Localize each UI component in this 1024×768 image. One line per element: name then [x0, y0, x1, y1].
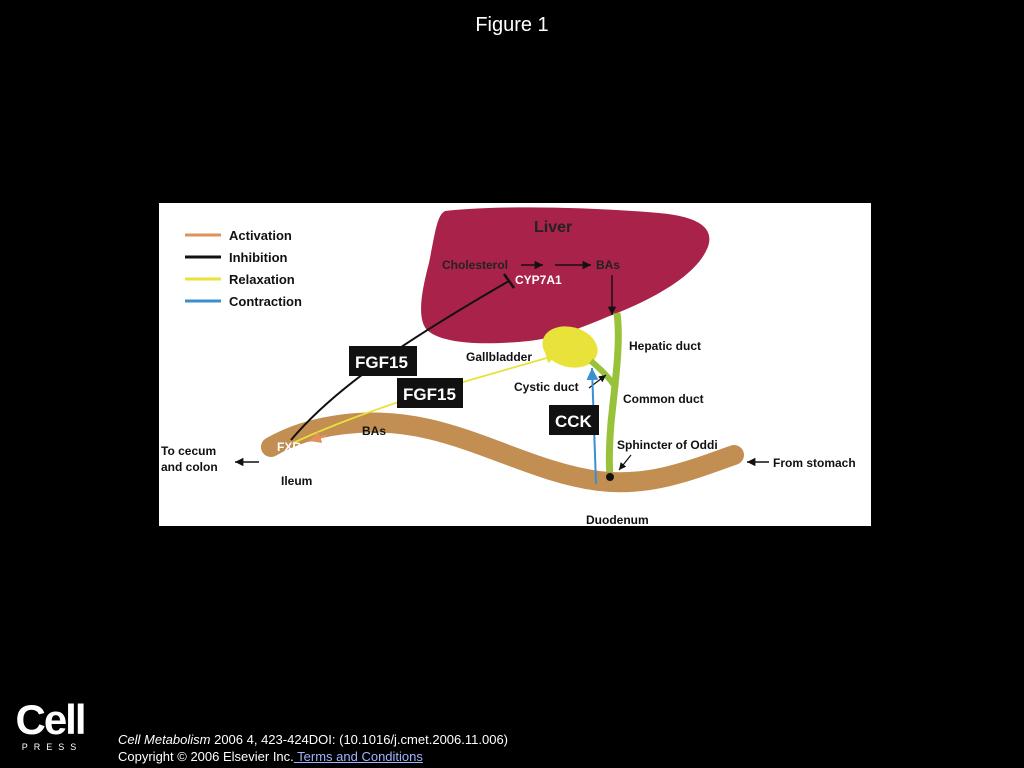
- cell-logo-word: Cell: [15, 696, 86, 743]
- hepatic-duct-label: Hepatic duct: [629, 339, 701, 353]
- legend-inhibition-label: Inhibition: [229, 250, 288, 265]
- sphincter-label: Sphincter of Oddi: [617, 438, 718, 452]
- liver-label: Liver: [534, 219, 572, 236]
- to-cecum-label-2: and colon: [161, 460, 218, 474]
- legend-contraction-label: Contraction: [229, 294, 302, 309]
- cystic-duct: [589, 358, 617, 387]
- fxr-activation-arrow: [308, 431, 328, 443]
- bile-acid-diagram: Activation Inhibition Relaxation Contrac…: [161, 207, 856, 526]
- sphincter-pointer: [618, 454, 632, 471]
- ileum-label: Ileum: [281, 474, 312, 488]
- cck-box-label: CCK: [555, 412, 593, 431]
- cell-logo-press: PRESS: [21, 742, 83, 752]
- to-cecum-label-1: To cecum: [161, 444, 216, 458]
- duodenum-label: Duodenum: [586, 513, 649, 526]
- figure-panel: Activation Inhibition Relaxation Contrac…: [159, 203, 871, 526]
- fgf15-box-b: [397, 378, 463, 408]
- intestine-shape: [261, 412, 744, 493]
- bas-gut-label: BAs: [362, 424, 386, 438]
- legend: Activation Inhibition Relaxation Contrac…: [185, 228, 302, 309]
- cck-box: [549, 405, 599, 435]
- fgf15-box-a: [349, 346, 417, 376]
- fgf15-box-a-label: FGF15: [355, 353, 408, 372]
- citation-block: Cell Metabolism 2006 4, 423-424DOI: (10.…: [118, 731, 508, 765]
- fgf15-box-b-label: FGF15: [403, 385, 456, 404]
- journal-name: Cell Metabolism: [118, 732, 211, 747]
- cystic-duct-label: Cystic duct: [514, 380, 579, 394]
- slide-title: Figure 1: [475, 14, 549, 36]
- cyp7a1-inhibition-bar: [502, 273, 516, 289]
- cholesterol-label: Cholesterol: [442, 258, 508, 272]
- hepatic-duct: [605, 312, 622, 477]
- citation-line: Cell Metabolism 2006 4, 423-424DOI: (10.…: [118, 731, 508, 748]
- copyright-line: Copyright © 2006 Elsevier Inc. Terms and…: [118, 748, 508, 765]
- legend-activation-label: Activation: [229, 228, 292, 243]
- legend-relaxation-label: Relaxation: [229, 272, 295, 287]
- terms-link[interactable]: Terms and Conditions: [293, 749, 423, 764]
- from-stomach-label: From stomach: [773, 456, 856, 470]
- copyright-text: Copyright © 2006 Elsevier Inc.: [118, 749, 294, 764]
- liver-shape: [421, 207, 710, 344]
- fxr-label: FXR: [277, 440, 301, 454]
- cell-press-logo: Cell PRESS: [14, 696, 86, 753]
- bas-liver-label: BAs: [596, 258, 620, 272]
- common-duct-label: Common duct: [623, 392, 704, 406]
- sphincter-dot: [606, 473, 614, 481]
- gallbladder-label: Gallbladder: [466, 350, 532, 364]
- cyp7a1-label: CYP7A1: [515, 273, 562, 287]
- citation-details: 2006 4, 423-424DOI: (10.1016/j.cmet.2006…: [210, 732, 508, 747]
